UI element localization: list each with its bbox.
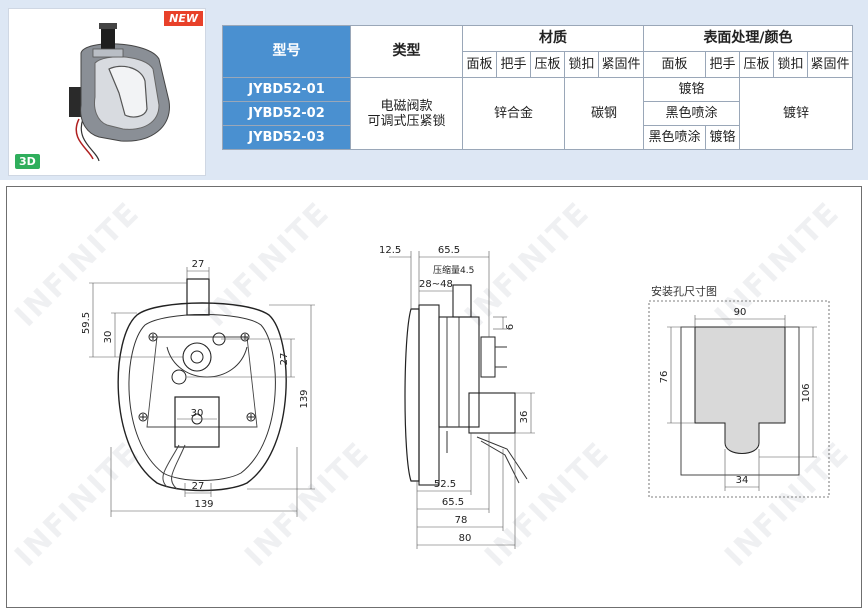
dim-side-78: 78 — [455, 515, 468, 526]
material-carbon-steel: 碳钢 — [564, 77, 644, 150]
dim-front-30-inner: 30 — [191, 408, 204, 419]
dim-cutout-106: 106 — [801, 383, 812, 402]
material-sub-latch: 锁扣 — [564, 51, 599, 78]
surface-sub-latch: 锁扣 — [773, 51, 808, 78]
material-sub-press: 压板 — [530, 51, 565, 78]
product-photo-illustration — [69, 23, 170, 162]
dim-side-80: 80 — [459, 533, 472, 544]
3d-badge[interactable]: 3D — [15, 154, 40, 169]
surface-chrome: 镀铬 — [643, 77, 740, 102]
type-value-line2: 可调式压紧锁 — [367, 113, 446, 129]
dim-side-12-5: 12.5 — [379, 245, 401, 256]
dim-side-52-5: 52.5 — [434, 479, 456, 490]
dim-front-139-right: 139 — [299, 389, 310, 408]
dim-front-27-bottom: 27 — [192, 481, 205, 492]
product-header-band: NEW 3D 型号 类型 材质 表面处理/颜色 面板 把手 压板 锁扣 紧固件 … — [0, 0, 868, 180]
drawing-canvas: 27 59.5 30 27 139 30 27 139 — [81, 245, 830, 549]
dim-cutout-76: 76 — [659, 371, 670, 384]
dim-front-top-27: 27 — [192, 259, 205, 270]
type-value: 电磁阀款 可调式压紧锁 — [350, 77, 463, 150]
front-view: 27 59.5 30 27 139 30 27 139 — [81, 259, 315, 517]
surface-sub-fastener: 紧固件 — [807, 51, 853, 78]
header-material: 材质 — [462, 25, 644, 52]
type-value-line1: 电磁阀款 — [380, 98, 433, 114]
surface-sub-panel: 面板 — [643, 51, 706, 78]
material-zinc-alloy: 锌合金 — [462, 77, 565, 150]
dim-front-30-left: 30 — [103, 331, 114, 344]
cutout-title: 安装孔尺寸图 — [651, 285, 717, 298]
product-photo: NEW 3D — [8, 8, 206, 176]
surface-sub-press: 压板 — [739, 51, 774, 78]
dim-side-36: 36 — [519, 411, 530, 424]
material-sub-handle: 把手 — [496, 51, 531, 78]
dim-side-6: 6 — [505, 324, 516, 330]
model-row-2[interactable]: JYBD52-02 — [222, 101, 351, 126]
surface-black-spray-panel: 黑色喷涂 — [643, 125, 706, 150]
dim-cutout-34: 34 — [736, 475, 749, 486]
dim-cutout-90: 90 — [734, 307, 747, 318]
dim-side-compression: 压缩量4.5 — [433, 264, 474, 276]
technical-drawing-panel: INFINITE INFINITE INFINITE INFINITE INFI… — [6, 186, 862, 608]
model-row-3[interactable]: JYBD52-03 — [222, 125, 351, 150]
material-sub-fastener: 紧固件 — [598, 51, 644, 78]
spec-table: 型号 类型 材质 表面处理/颜色 面板 把手 压板 锁扣 紧固件 面板 把手 压… — [222, 25, 853, 150]
surface-black-spray: 黑色喷涂 — [643, 101, 740, 126]
dim-side-65-5-top: 65.5 — [438, 245, 460, 256]
surface-zinc-plating: 镀锌 — [739, 77, 853, 150]
dim-front-59-5: 59.5 — [81, 312, 92, 334]
material-sub-panel: 面板 — [462, 51, 497, 78]
dim-side-28-48: 28~48 — [419, 279, 453, 290]
dim-side-65-5-bottom: 65.5 — [442, 497, 464, 508]
model-row-1[interactable]: JYBD52-01 — [222, 77, 351, 102]
header-surface: 表面处理/颜色 — [643, 25, 853, 52]
new-badge: NEW — [164, 11, 203, 26]
dim-front-139-bottom: 139 — [194, 499, 213, 510]
side-view: 12.5 65.5 压缩量4.5 28~48 6 36 52.5 65.5 78… — [379, 245, 535, 549]
header-type: 类型 — [350, 25, 463, 78]
surface-chrome-handle: 镀铬 — [705, 125, 740, 150]
dim-front-27-right: 27 — [279, 353, 290, 366]
surface-sub-handle: 把手 — [705, 51, 740, 78]
header-model: 型号 — [222, 25, 351, 78]
cutout-view: 90 76 106 34 — [648, 300, 830, 498]
